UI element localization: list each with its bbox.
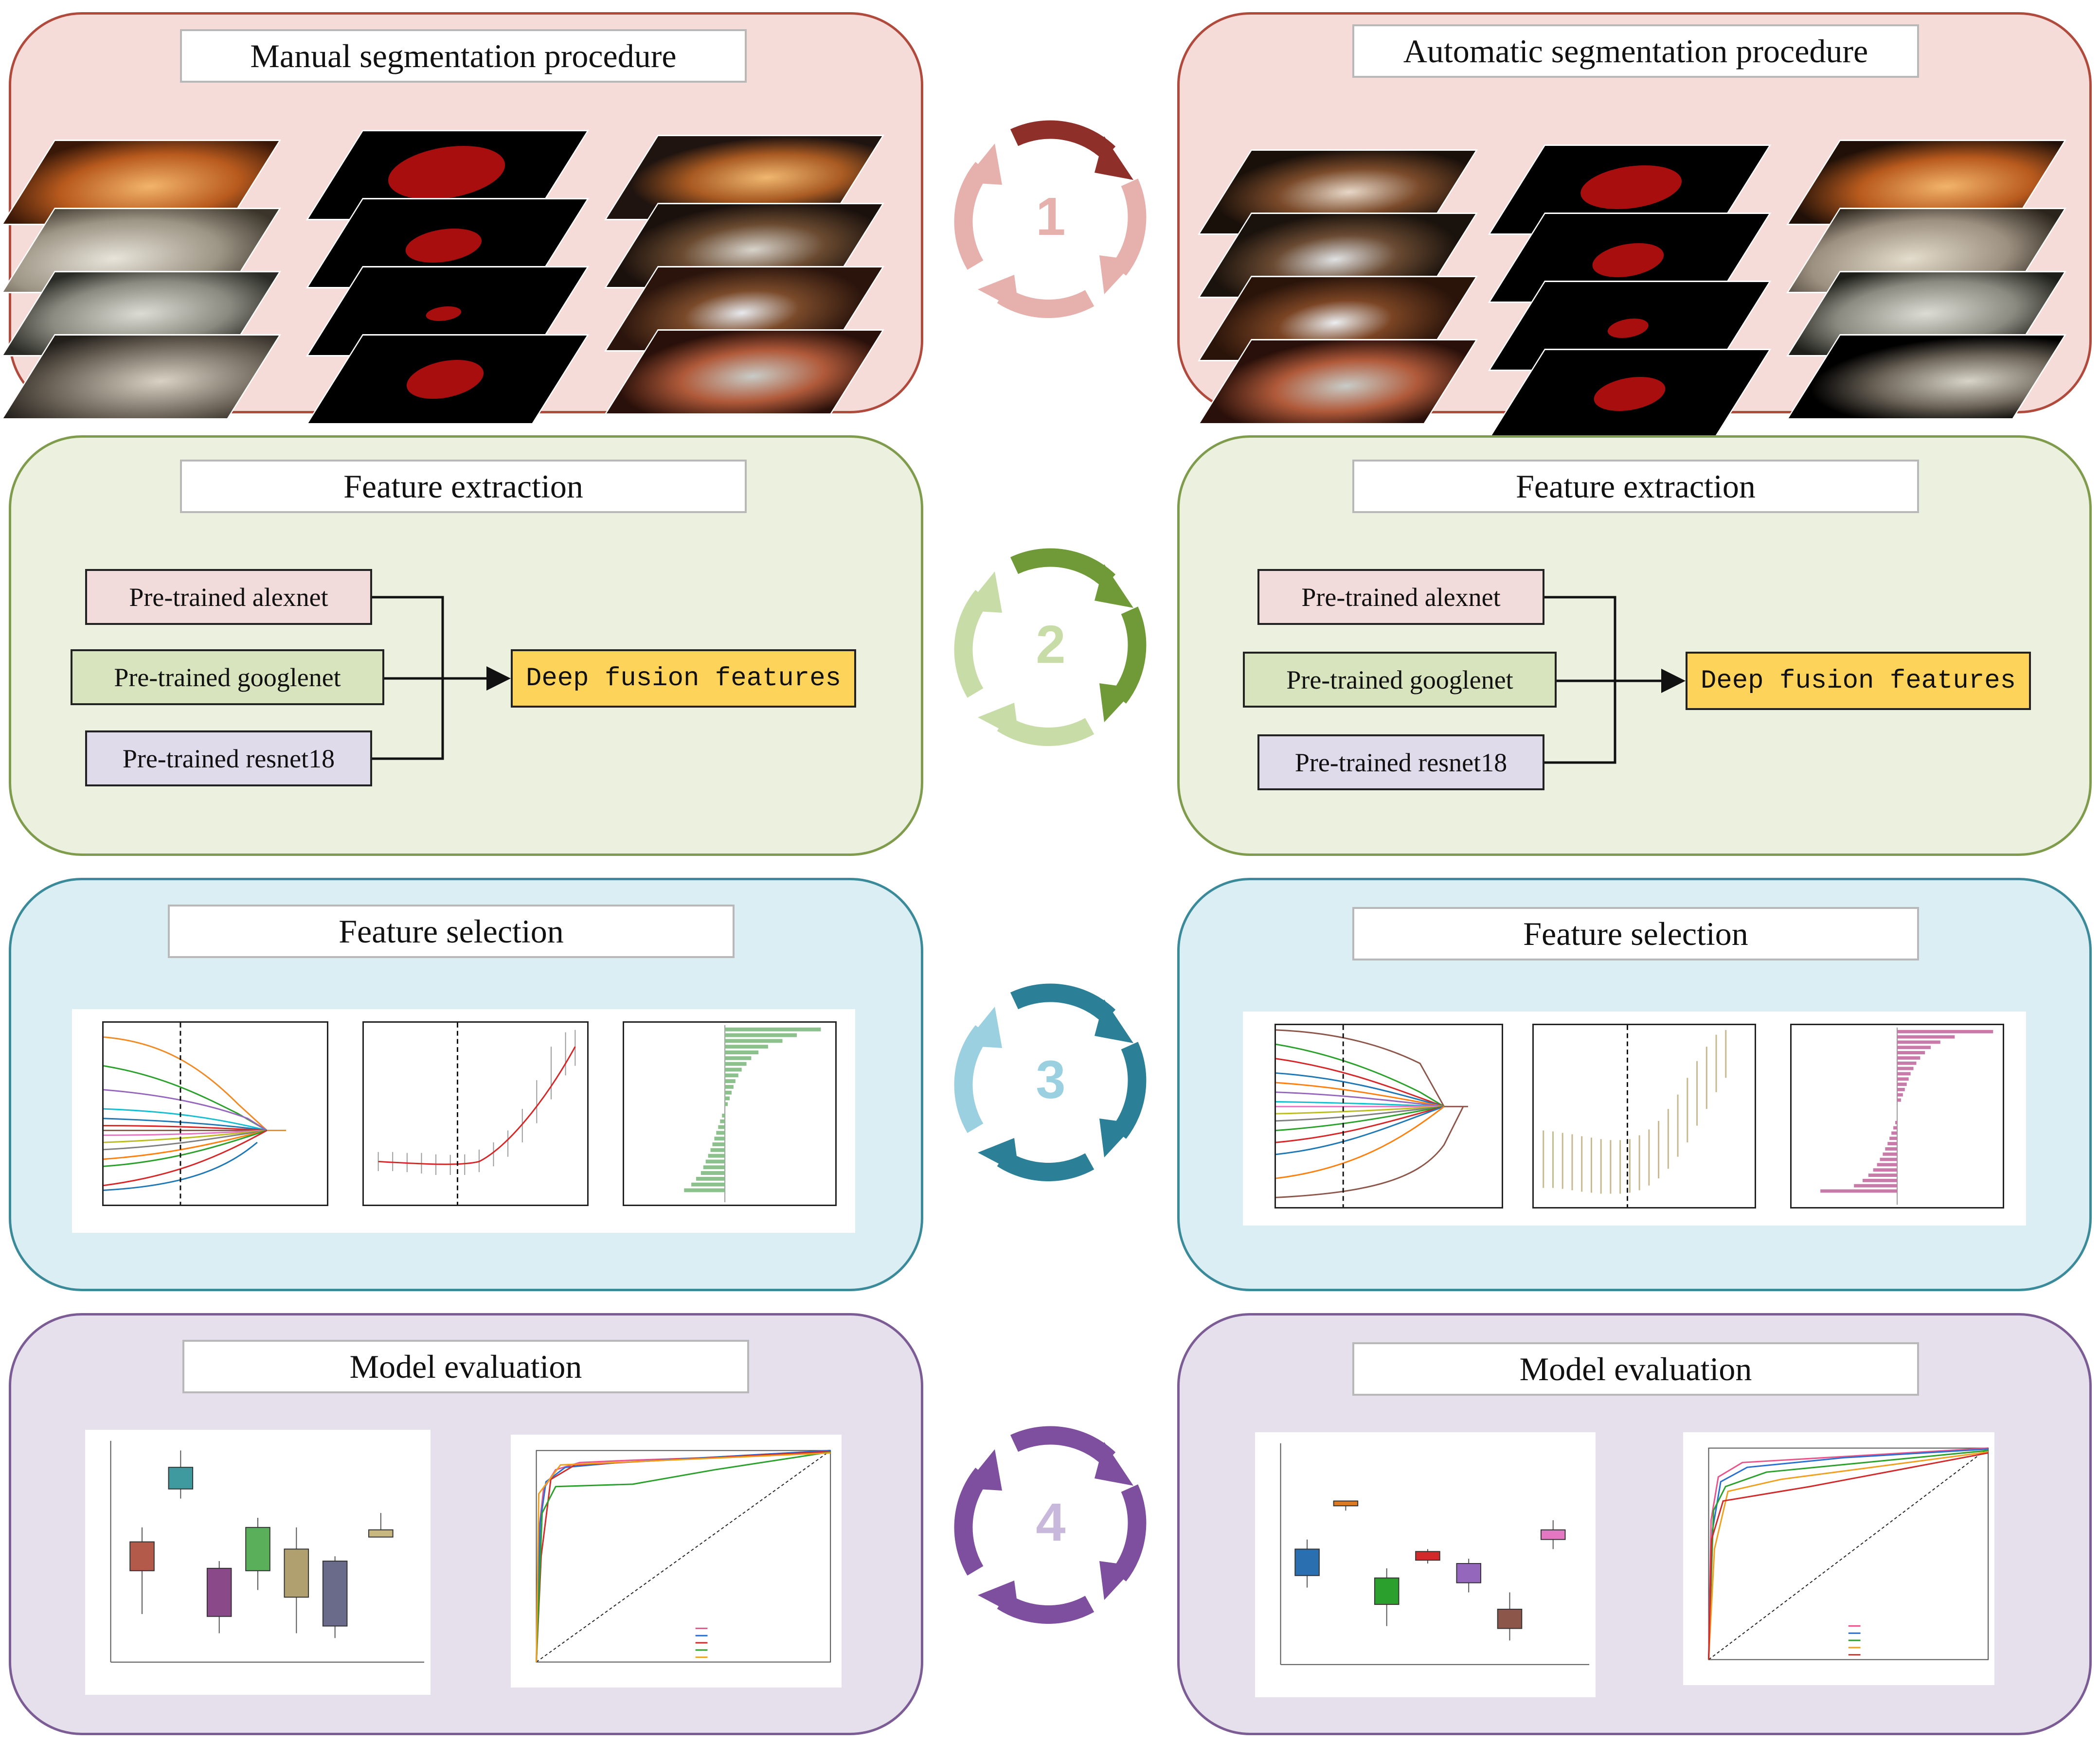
- left-coef-bar-plot: [623, 1021, 837, 1206]
- automatic-segmentation-title: Automatic segmentation procedure: [1352, 24, 1919, 78]
- left-googlenet-box: Pre-trained googlenet: [71, 649, 384, 705]
- left-alexnet-box: Pre-trained alexnet: [85, 569, 372, 625]
- manual-eye-stack: [606, 136, 885, 413]
- step-4-cycle-icon: 4: [949, 1420, 1153, 1624]
- right-coef-bar-plot: [1790, 1024, 2004, 1209]
- step-2-number: 2: [1036, 614, 1066, 675]
- left-model-evaluation-title: Model evaluation: [182, 1340, 749, 1393]
- right-lasso-mse-plot: [1532, 1024, 1756, 1209]
- right-model-evaluation-title: Model evaluation: [1352, 1342, 1919, 1396]
- right-roc-plot: [1683, 1432, 1994, 1685]
- manual-segmentation-title: Manual segmentation procedure: [180, 29, 747, 83]
- manual-mask-stack: [308, 131, 589, 423]
- step-3-cycle-icon: 3: [949, 978, 1153, 1182]
- left-lasso-coef-plot: [102, 1021, 328, 1206]
- step-2-cycle-icon: 2: [949, 542, 1153, 747]
- left-feature-extraction-title: Feature extraction: [180, 460, 747, 513]
- right-feature-selection-title: Feature selection: [1352, 907, 1919, 960]
- step-1-number: 1: [1036, 186, 1066, 247]
- right-deep-fusion-box: Deep fusion features: [1686, 652, 2031, 710]
- auto-mask-stack: [1490, 146, 1771, 438]
- left-resnet18-box: Pre-trained resnet18: [85, 730, 372, 786]
- left-lasso-mse-plot: [362, 1021, 589, 1206]
- step-3-number: 3: [1036, 1049, 1066, 1110]
- manual-image-stack-fundus: [3, 141, 282, 418]
- auto-eye-stack: [1200, 151, 1479, 423]
- left-roc-plot: [511, 1435, 842, 1688]
- right-resnet18-box: Pre-trained resnet18: [1257, 734, 1544, 790]
- left-deep-fusion-box: Deep fusion features: [511, 649, 856, 708]
- right-alexnet-box: Pre-trained alexnet: [1257, 569, 1544, 625]
- right-feature-extraction-title: Feature extraction: [1352, 460, 1919, 513]
- step-4-number: 4: [1036, 1492, 1066, 1552]
- auto-fundus-stack: [1788, 141, 2067, 418]
- left-feature-selection-title: Feature selection: [168, 905, 735, 958]
- right-lasso-coef-plot: [1274, 1024, 1503, 1209]
- left-boxplot: [85, 1430, 431, 1695]
- right-boxplot: [1255, 1432, 1596, 1697]
- right-googlenet-box: Pre-trained googlenet: [1243, 652, 1557, 708]
- step-1-cycle-icon: 1: [949, 114, 1153, 319]
